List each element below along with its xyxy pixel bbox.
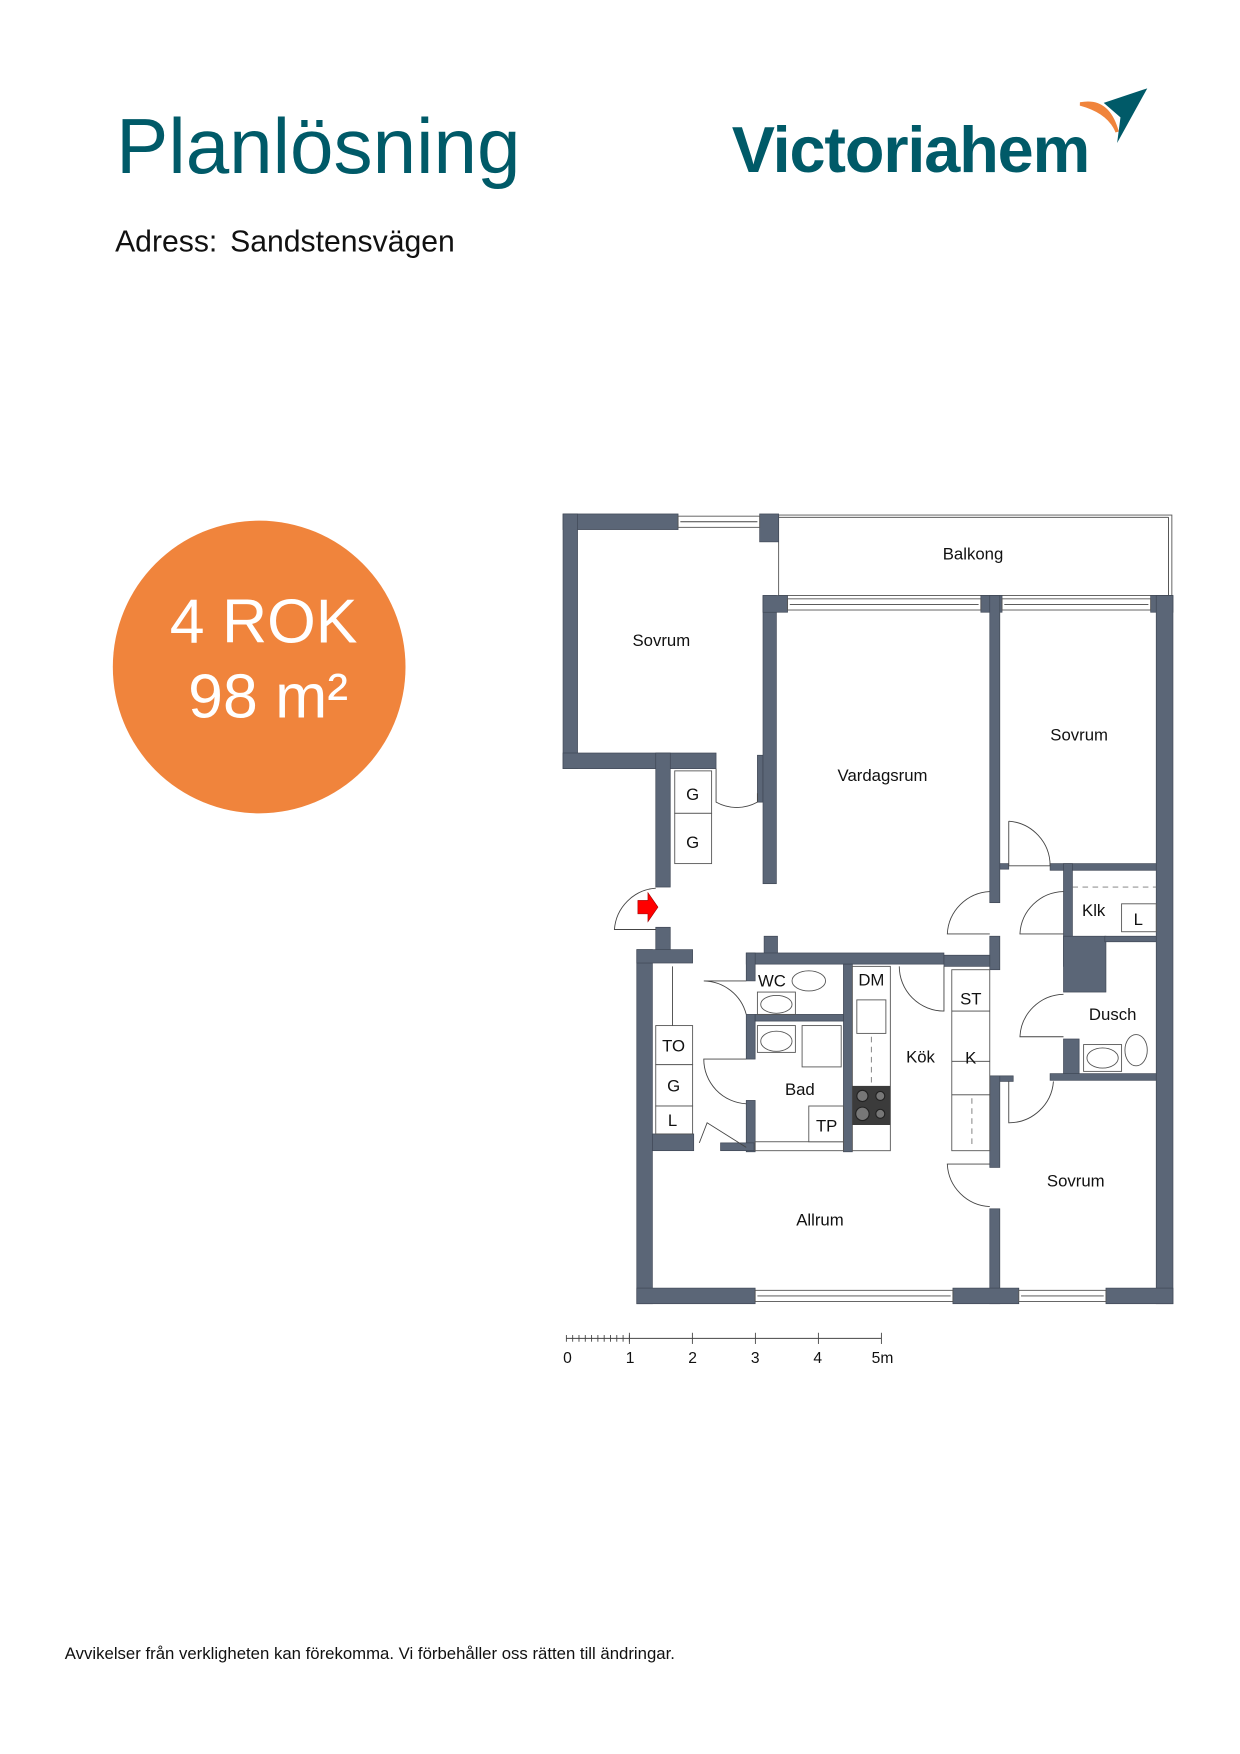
victoriahem-logo: Victoriahem: [732, 88, 1148, 186]
wc-sink-icon: [760, 994, 793, 1014]
door-swings: [613, 768, 1064, 1207]
fixture-label-l: L: [668, 1111, 677, 1130]
logo-text: Victoriahem: [732, 113, 1089, 186]
room-label-vardagsrum: Vardagsrum: [838, 766, 928, 785]
badge-rooms: 4 ROK: [170, 586, 358, 656]
room-label-dusch: Dusch: [1089, 1005, 1136, 1024]
scale-tick-label: 3: [751, 1350, 760, 1367]
footer-disclaimer: Avvikelser från verkligheten kan förekom…: [65, 1644, 675, 1663]
room-label-sovrum-1: Sovrum: [632, 631, 690, 650]
toilet-icon: [791, 970, 826, 992]
address-value: Sandstensvägen: [230, 225, 455, 258]
fixture-label-g: G: [667, 1076, 680, 1095]
shower-icon: [801, 1025, 842, 1068]
bath-sink-icon: [760, 1030, 793, 1052]
logo-bird-icon: [1103, 88, 1148, 144]
scale-tick-label: 4: [813, 1350, 822, 1367]
fixture-label-l: L: [1134, 910, 1143, 929]
dusch-toilet-icon: [1124, 1034, 1148, 1067]
room-label-allrum: Allrum: [796, 1211, 843, 1230]
balcony-outline: [778, 514, 1173, 596]
room-label-klk: Klk: [1082, 901, 1106, 920]
fixture-label-k: K: [965, 1049, 976, 1068]
fixture-label-dm: DM: [858, 970, 884, 989]
scale-tick-label: 0: [563, 1350, 572, 1367]
room-label-bad: Bad: [785, 1080, 815, 1099]
fixture-label-g: G: [686, 785, 699, 804]
walls: [562, 513, 1174, 1305]
fixture-label-st: ST: [960, 989, 981, 1008]
address-label: Adress:: [115, 225, 217, 258]
floor-plan: Balkong Sovrum Vardagsrum Sovrum Klk Dus…: [562, 513, 1174, 1305]
windows: [677, 515, 1152, 1302]
room-label-balkong: Balkong: [943, 545, 1004, 564]
scale-tick-label: 5m: [872, 1350, 894, 1367]
logo-swoosh-icon: [1079, 101, 1119, 133]
fixture-label-tp: TP: [816, 1117, 837, 1136]
room-label-sovrum-2: Sovrum: [1050, 726, 1108, 745]
room-label-sovrum-3: Sovrum: [1047, 1171, 1105, 1190]
badge-circle: [112, 520, 406, 814]
entrance-arrow-icon: [637, 891, 659, 923]
page-title: Planlösning: [116, 102, 520, 190]
scale-tick-label: 2: [688, 1350, 697, 1367]
scale-bar: 0 1 2 3 4 5m: [563, 1332, 894, 1367]
dusch-sink-icon: [1086, 1047, 1119, 1069]
fixtures: [655, 770, 1157, 1152]
apartment-badge: 4 ROK 98 m²: [112, 520, 406, 814]
fixture-label-g: G: [686, 833, 699, 852]
badge-area: 98 m²: [188, 661, 348, 731]
fixture-label-to: TO: [662, 1036, 685, 1055]
room-label-wc: WC: [758, 971, 786, 990]
room-label-kok: Kök: [906, 1047, 935, 1066]
scale-tick-label: 1: [626, 1350, 635, 1367]
kitchen-sink-icon: [856, 999, 887, 1034]
